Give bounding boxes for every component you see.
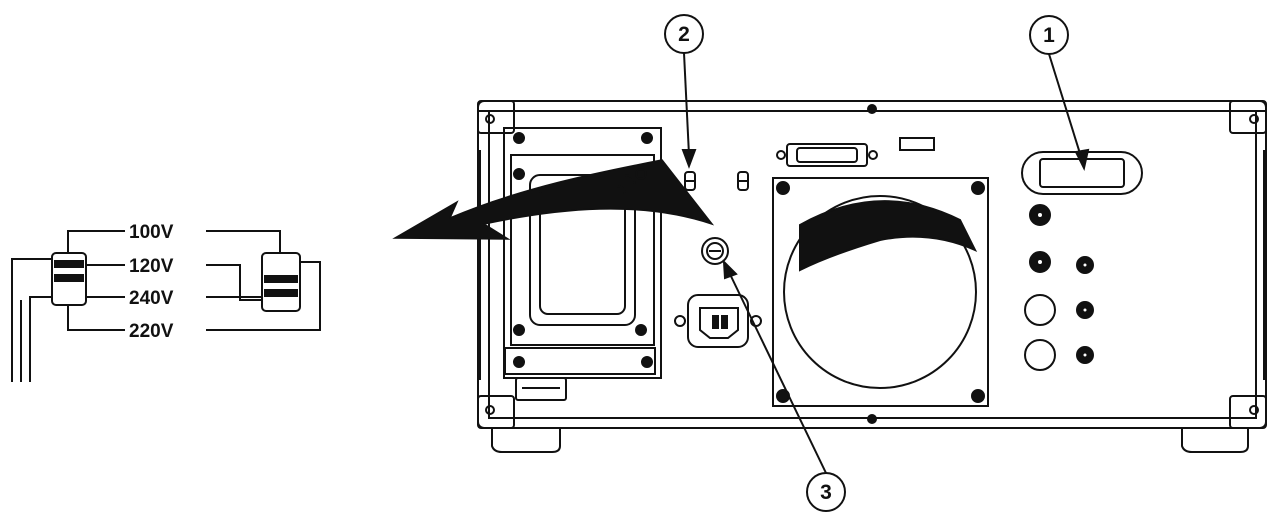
callout-1-number: 1: [1043, 24, 1055, 47]
label-240v: 240V: [129, 288, 174, 309]
callout-2: [664, 14, 704, 169]
callout-3: [722, 259, 846, 512]
callout-1: [1029, 15, 1090, 171]
instrument-rear-panel: [477, 100, 1267, 453]
voltage-selector-schematic: [11, 230, 321, 382]
label-120v: 120V: [129, 256, 174, 277]
label-220v: 220V: [129, 321, 174, 342]
callout-2-number: 2: [678, 23, 690, 46]
label-100v: 100V: [129, 222, 174, 243]
callout-3-number: 3: [820, 481, 832, 504]
rotation-arrow-icon: [392, 159, 715, 240]
